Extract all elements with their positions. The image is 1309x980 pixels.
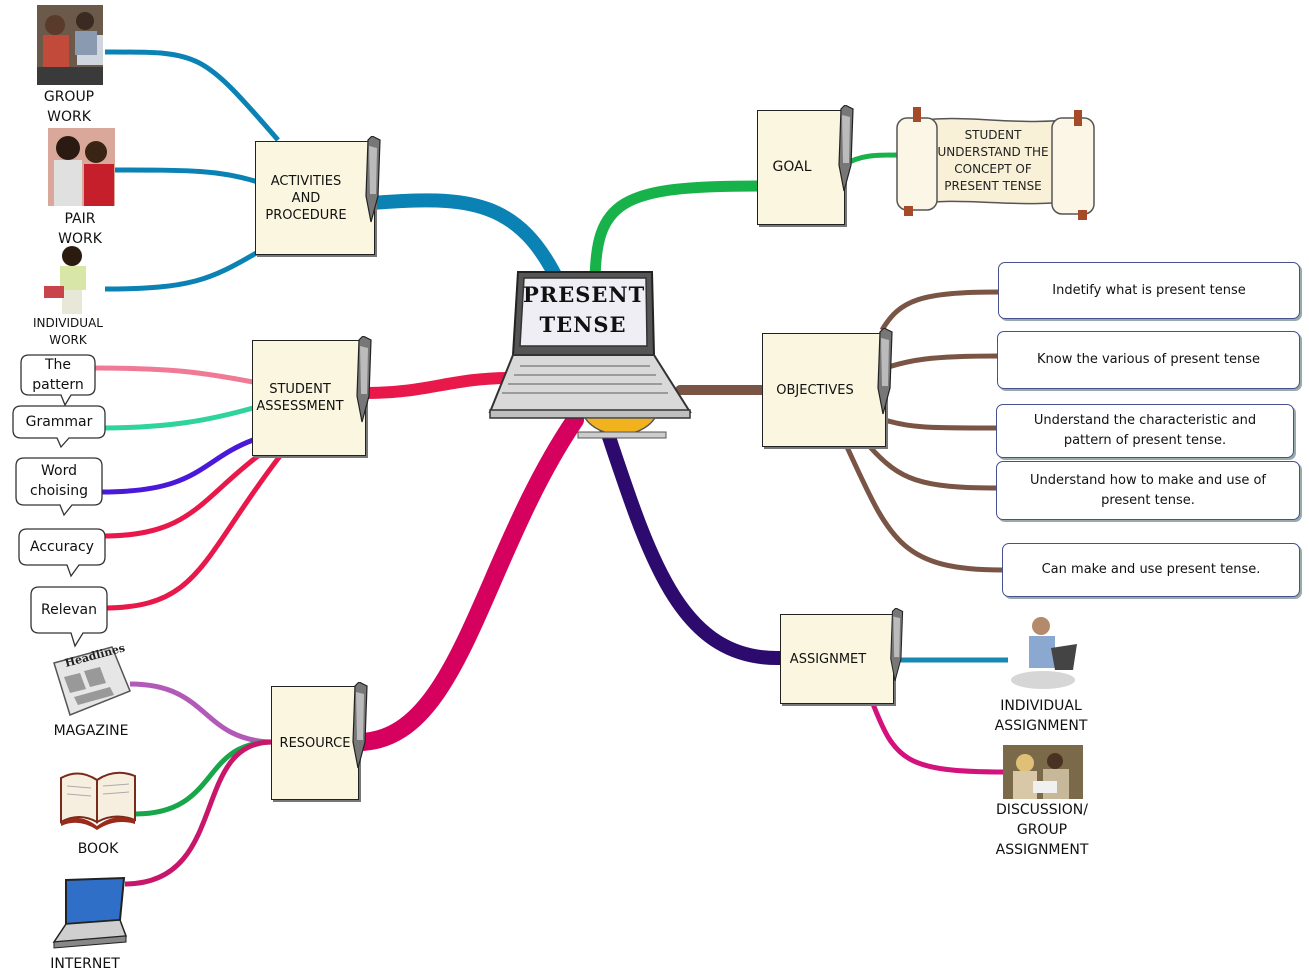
node-objectives-label: OBJECTIVES — [776, 382, 854, 398]
node-activities-label: ACTIVITIES AND PROCEDURE — [265, 173, 347, 223]
objective-item[interactable]: Know the various of present tense — [997, 331, 1300, 389]
group-work-photo — [37, 5, 103, 85]
bubble-word-choising[interactable]: Word choising — [15, 457, 103, 517]
bubble-accuracy[interactable]: Accuracy — [18, 528, 106, 578]
branch-goal — [589, 180, 764, 291]
pen-icon — [890, 608, 904, 682]
goal-scroll-text: STUDENT UNDERSTAND THE CONCEPT OF PRESEN… — [937, 128, 1049, 193]
book-label: BOOK — [77, 841, 119, 857]
node-activities[interactable]: ACTIVITIES AND PROCEDURE — [255, 141, 375, 255]
book-icon — [60, 771, 136, 830]
individual-work-label: INDIVIDUAL WORK — [33, 316, 103, 347]
internet-label: INTERNET — [50, 956, 120, 972]
bubble-the-pattern[interactable]: The pattern — [20, 353, 96, 407]
internet-laptop-icon — [52, 876, 128, 949]
pen-icon — [877, 328, 893, 415]
laptop-icon — [488, 271, 692, 439]
bubble-grammar[interactable]: Grammar — [12, 405, 106, 449]
pen-icon — [356, 336, 372, 423]
individual-assignment-photo — [1011, 617, 1077, 689]
branch-activities — [365, 193, 567, 292]
bubble-word-choising-text: Word choising — [30, 463, 88, 499]
pen-icon — [365, 136, 381, 223]
objective-item[interactable]: Understand how to make and use of presen… — [996, 461, 1300, 520]
objective-item[interactable]: Can make and use present tense. — [1002, 543, 1300, 597]
node-resource-label: RESOURCE — [279, 735, 351, 751]
objective-item[interactable]: Understand the characteristic and patter… — [996, 404, 1294, 458]
pair-work-photo — [48, 128, 115, 206]
pair-work-label: PAIR WORK — [58, 211, 102, 247]
group-assignment-photo — [1003, 745, 1083, 799]
bubble-accuracy-text: Accuracy — [30, 539, 94, 555]
node-goal[interactable]: GOAL — [757, 110, 845, 225]
bubble-the-pattern-text: The pattern — [32, 357, 84, 393]
node-objectives[interactable]: OBJECTIVES — [762, 333, 886, 447]
node-assignment-label: ASSIGNMET — [789, 651, 867, 667]
node-goal-label: GOAL — [772, 159, 812, 175]
bubble-relevan-text: Relevan — [41, 602, 97, 618]
central-topic: PRESENT TENSE — [523, 282, 646, 337]
bubble-relevan[interactable]: Relevan — [30, 586, 108, 648]
scroll-icon — [896, 107, 1095, 220]
node-resource[interactable]: RESOURCE — [271, 686, 359, 800]
pen-icon — [352, 682, 368, 769]
group-work-label: GROUP WORK — [43, 89, 95, 125]
node-assessment-label: STUDENT ASSESSMENT — [256, 382, 344, 414]
node-assessment[interactable]: STUDENT ASSESSMENT — [252, 340, 366, 456]
branch-resource — [349, 411, 584, 751]
node-assignment[interactable]: ASSIGNMET — [780, 614, 894, 704]
bubble-grammar-text: Grammar — [25, 414, 93, 430]
branch-assignment — [598, 418, 787, 666]
objective-item[interactable]: Indetify what is present tense — [998, 262, 1300, 319]
pen-icon — [838, 105, 854, 192]
individual-assignment-label: INDIVIDUAL ASSIGNMENT — [994, 698, 1088, 734]
newspaper-icon: Headlines — [53, 645, 131, 716]
branch-assessment — [359, 372, 516, 399]
individual-work-photo — [44, 246, 86, 314]
magazine-label: MAGAZINE — [53, 723, 129, 739]
group-assignment-label: DISCUSSION/ GROUP ASSIGNMENT — [995, 802, 1089, 858]
